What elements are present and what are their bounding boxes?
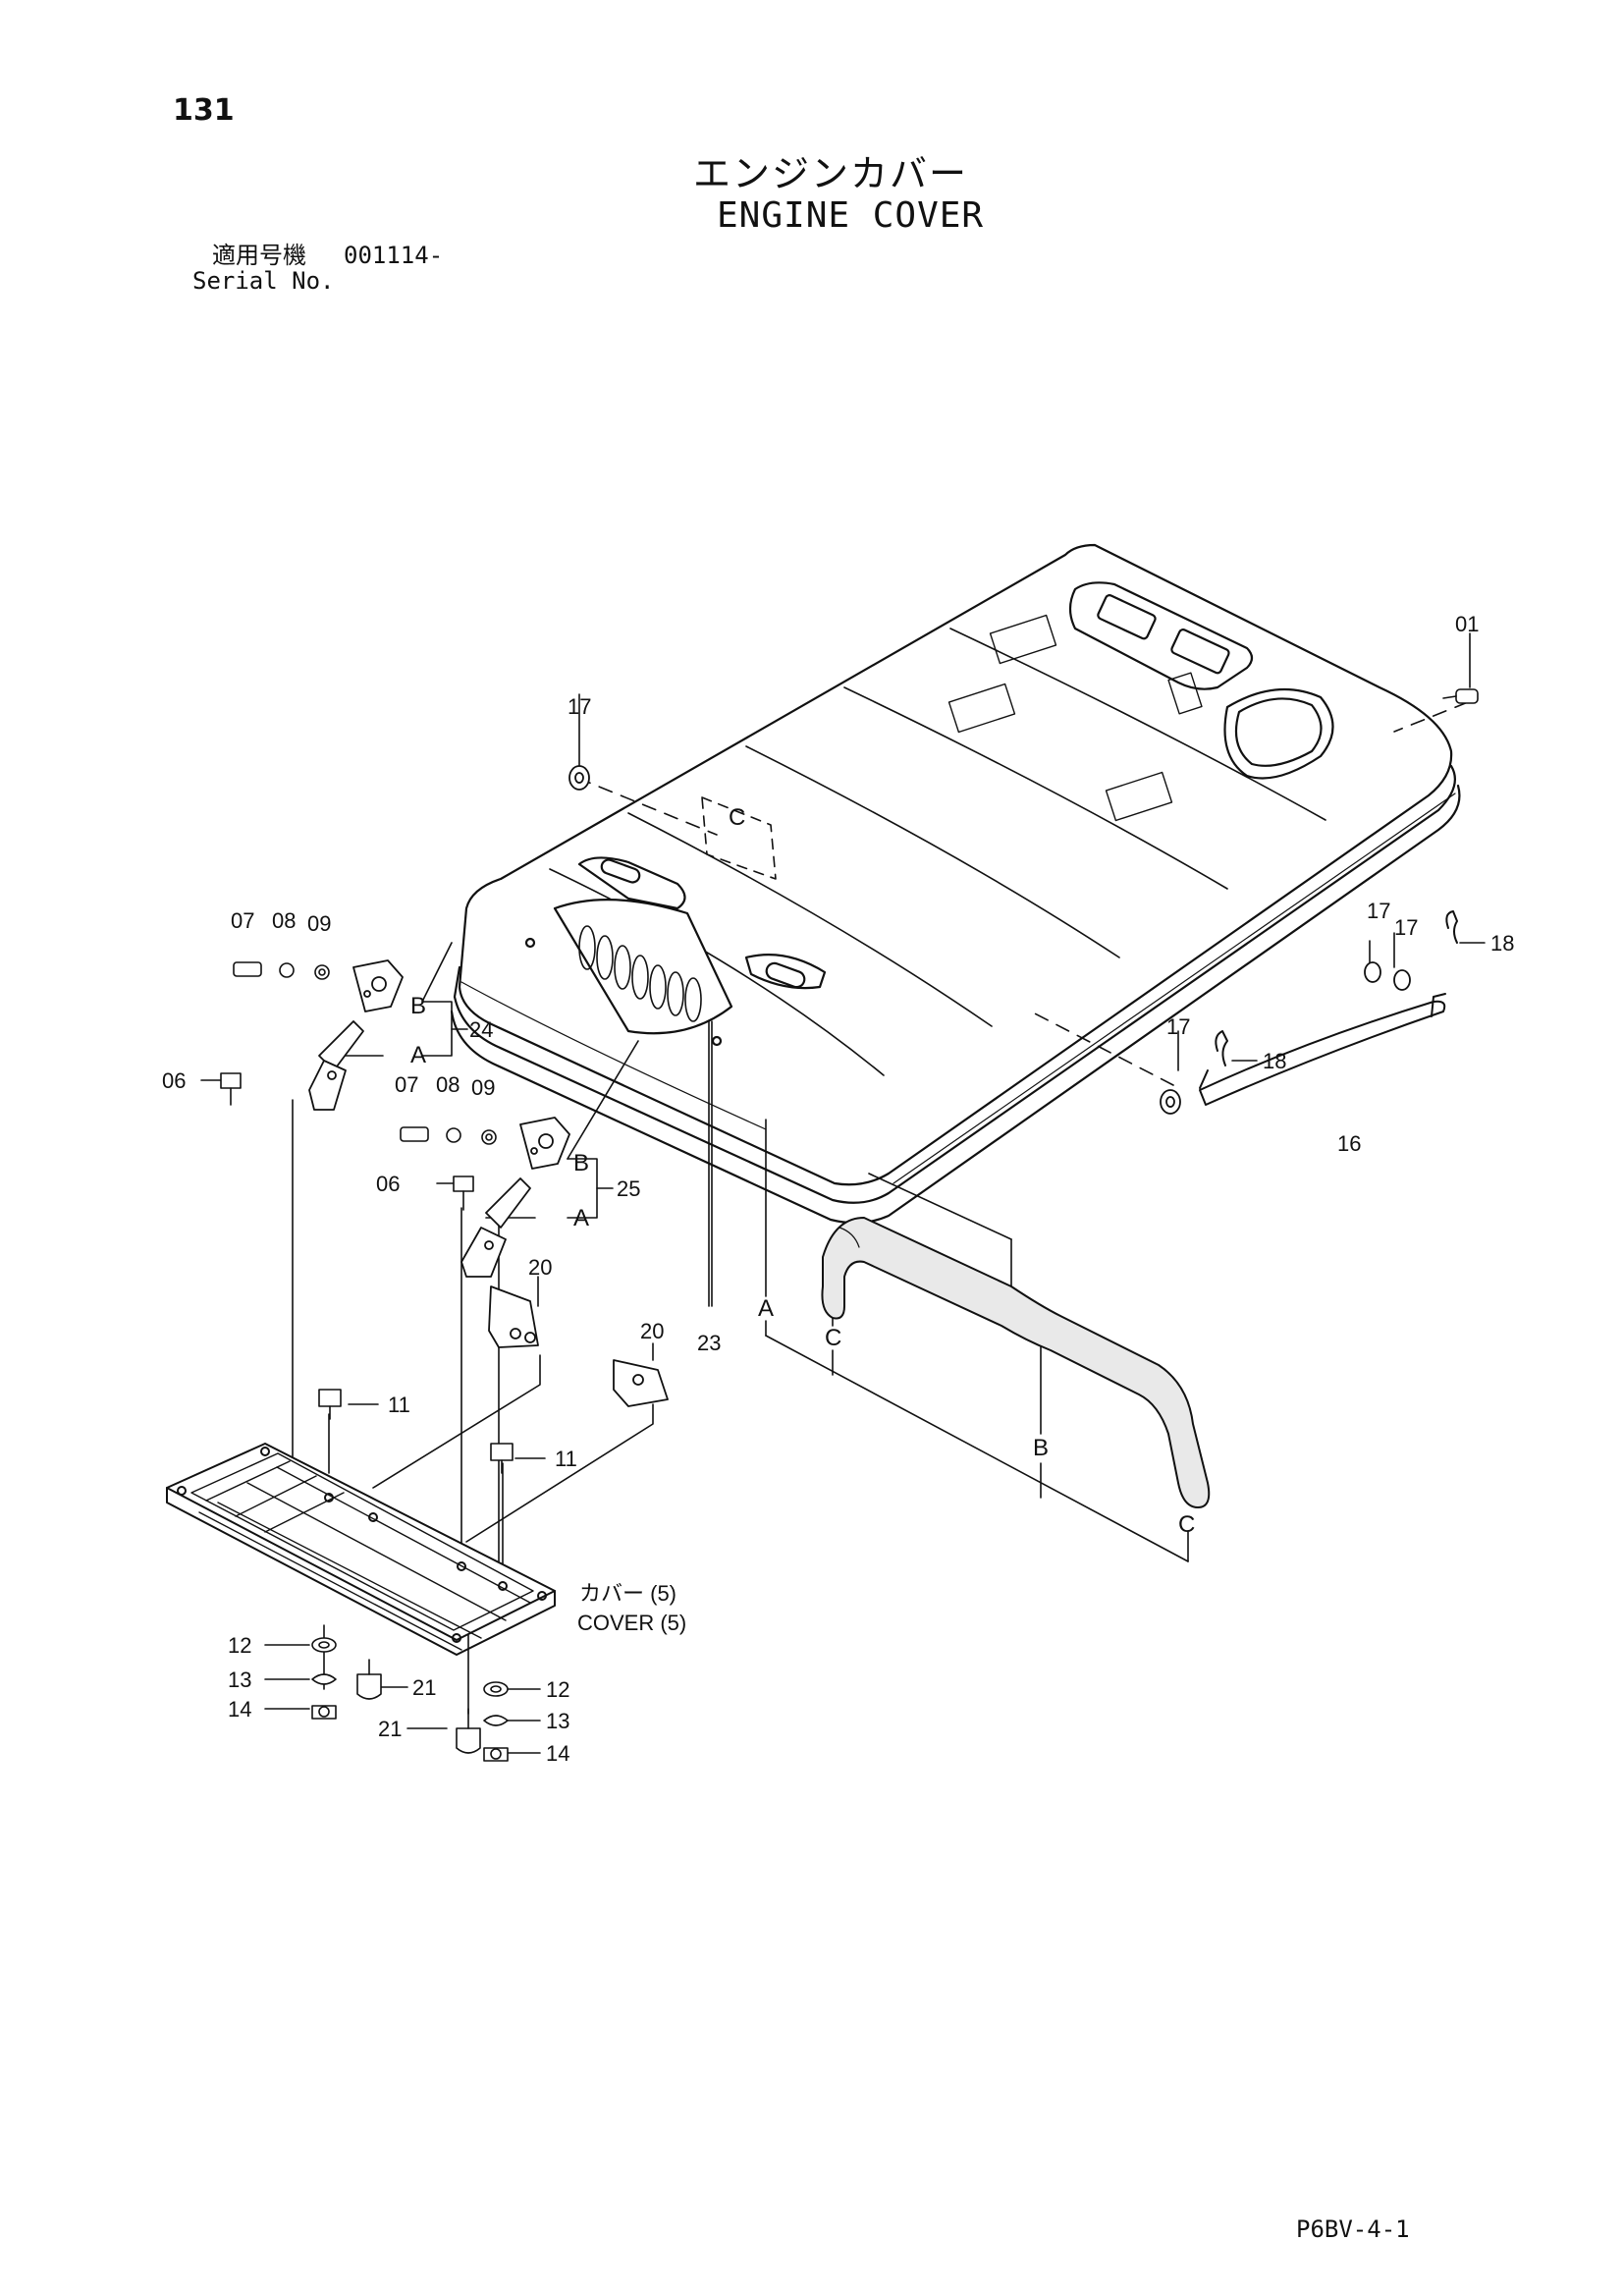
serial-label-japanese: 適用号機 [212,242,306,269]
page-number: 131 [173,93,235,128]
callout-06b: 06 [376,1172,400,1196]
cover-label-japanese: カバー (5) [579,1581,676,1606]
callout-24: 24 [469,1017,493,1042]
callout-07b: 07 [395,1072,418,1097]
callout-17a: 17 [568,694,591,719]
support-rod-16 [1199,910,1458,1106]
callout-17d: 17 [1166,1014,1190,1039]
callout-18a: 18 [1490,931,1514,956]
hinge-assembly-24 [308,959,404,1111]
part-callouts: 01 06 06 07 07 08 08 09 09 11 11 12 12 1… [162,612,1514,1766]
callout-09a: 09 [307,911,331,936]
callout-08a: 08 [272,908,296,933]
callout-17c: 17 [1394,915,1418,940]
callout-09b: 09 [471,1075,495,1100]
letter-b-25: B [573,1150,589,1176]
callout-13a: 13 [228,1667,251,1692]
callout-01: 01 [1455,612,1479,636]
callout-17b: 17 [1367,899,1390,923]
title-english: ENGINE COVER [717,195,985,236]
letter-c-right: C [1178,1511,1195,1538]
letter-b-24: B [410,993,426,1019]
serial-label-english: Serial No. [192,267,335,295]
callout-11a: 11 [388,1393,410,1417]
letter-c-panel: C [729,804,745,831]
title-japanese: エンジンカバー [693,152,969,195]
letter-a-frame: A [758,1295,774,1322]
callout-08b: 08 [436,1072,460,1097]
letter-c-left: C [825,1325,841,1351]
letter-a-25: A [573,1205,589,1231]
callout-16: 16 [1337,1131,1361,1156]
letter-b-seal: B [1033,1435,1049,1461]
callout-25: 25 [617,1176,640,1201]
callout-13b: 13 [546,1709,569,1733]
callout-14a: 14 [228,1697,251,1722]
callout-12a: 12 [228,1633,251,1658]
cover-label-english: COVER (5) [577,1611,686,1635]
callout-06a: 06 [162,1068,186,1093]
footer-code: P6BV-4-1 [1296,2215,1410,2243]
callout-14b: 14 [546,1741,569,1766]
callout-11b: 11 [555,1447,577,1471]
cover-label: カバー (5) COVER (5) [577,1581,686,1635]
callout-21b: 21 [378,1717,402,1741]
engine-cover-shell [450,543,1461,1225]
letter-callouts: B A B A C A C B C [410,804,1195,1538]
callout-21a: 21 [412,1675,436,1700]
cover-plate-5 [166,1443,556,1656]
seal-strip [821,1217,1211,1508]
callout-07a: 07 [231,908,254,933]
callout-18b: 18 [1263,1049,1286,1073]
serial-value: 001114- [344,242,444,269]
callout-20b: 20 [640,1319,664,1343]
letter-a-24: A [410,1042,426,1068]
hinge-assembly-25 [460,1117,570,1278]
callout-23: 23 [697,1331,721,1355]
callout-20a: 20 [528,1255,552,1280]
callout-12b: 12 [546,1677,569,1702]
